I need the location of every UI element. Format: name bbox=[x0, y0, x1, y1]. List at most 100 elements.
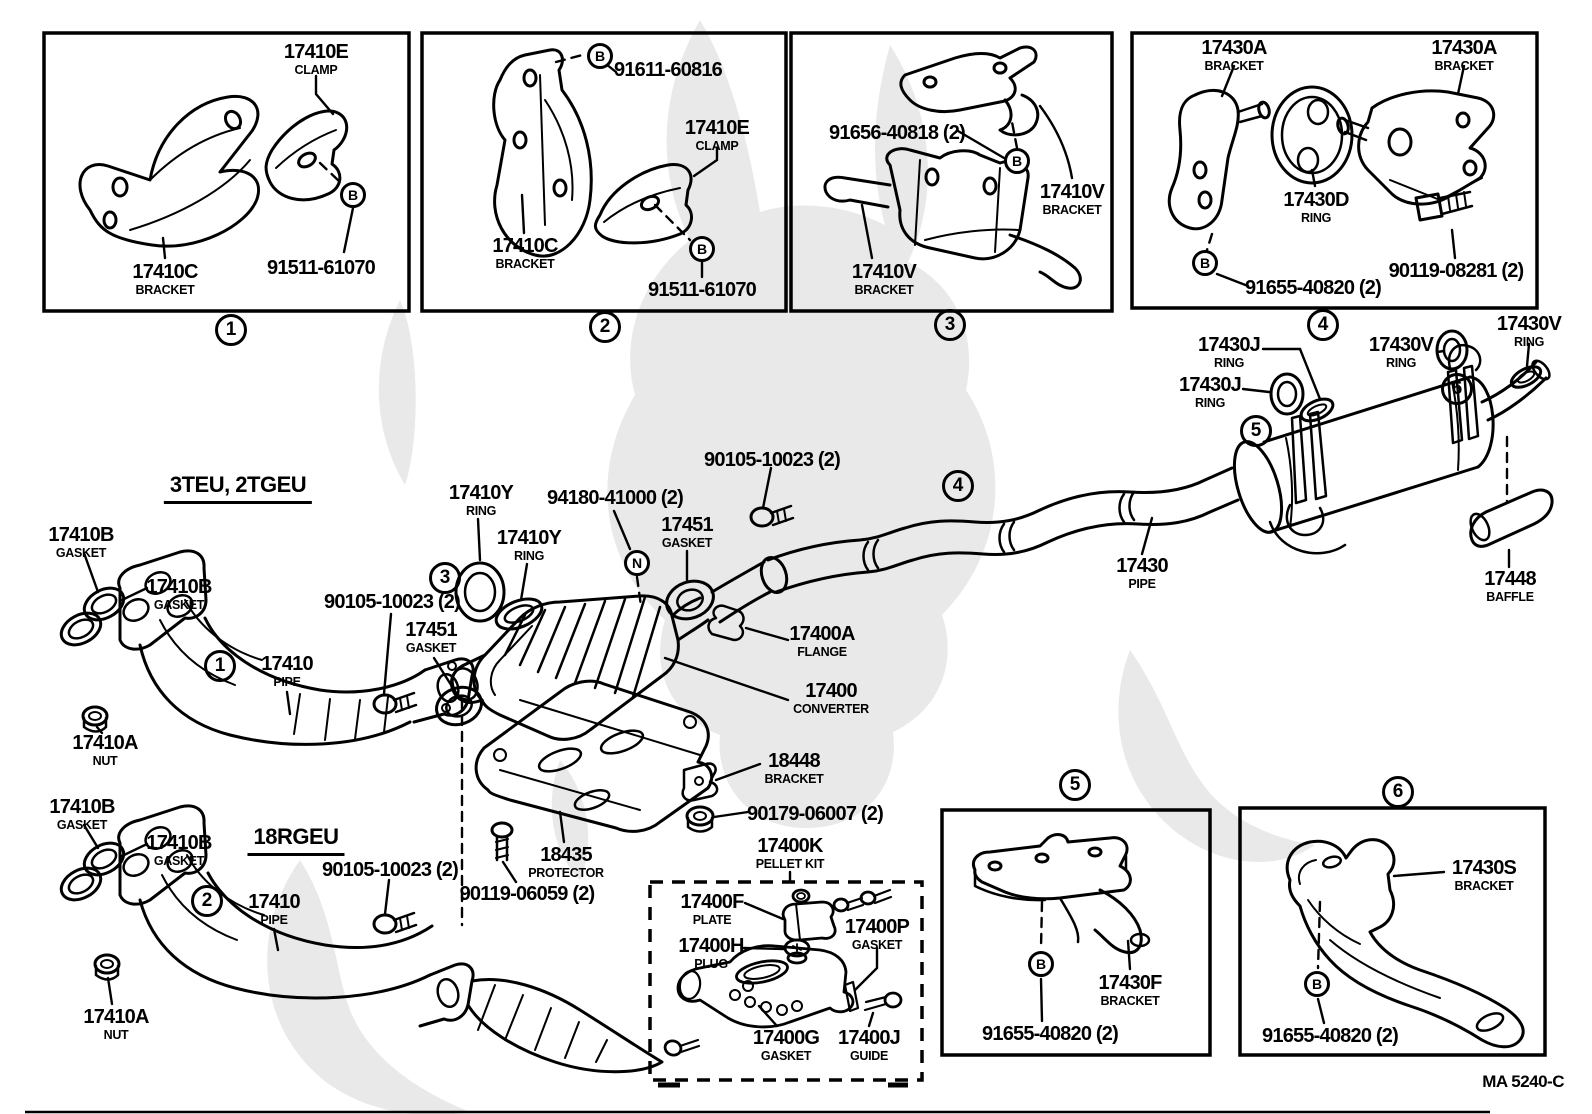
callout-17410b-gasket-2: 17410B GASKET bbox=[146, 576, 212, 612]
part-name: GASKET bbox=[661, 536, 713, 550]
part-code: 17410C bbox=[492, 235, 558, 257]
part-code: 18448 bbox=[768, 750, 820, 772]
callout-91655-40820-p6: 91655-40820 (2) bbox=[1262, 1026, 1399, 1047]
callout-17410v-bracket-left: 17410V BRACKET bbox=[851, 261, 917, 297]
converter-assembly-drawing bbox=[435, 504, 795, 862]
part-code: 17430J bbox=[1198, 334, 1261, 356]
part-name: PLUG bbox=[694, 957, 728, 971]
callout-90105-10023-top: 90105-10023 (2) bbox=[704, 450, 841, 471]
part-code: 17430F bbox=[1098, 972, 1162, 994]
part-name: GASKET bbox=[56, 818, 108, 832]
callout-17410-pipe-1: 17410 PIPE bbox=[261, 654, 313, 689]
tailpipe-muffler-drawing bbox=[766, 329, 1554, 594]
part-name: PIPE bbox=[260, 913, 288, 927]
part-name: RING bbox=[1300, 211, 1332, 225]
callout-17430d-ring: 17430D RING bbox=[1283, 190, 1349, 225]
callout-17400g-gasket: 17400G GASKET bbox=[753, 1028, 820, 1063]
callout-17410e-clamp-p2: 17410E CLAMP bbox=[685, 118, 750, 153]
part-code: 17410 bbox=[248, 891, 300, 913]
bolt-ref-b-p5: B bbox=[1028, 951, 1054, 977]
part-name: RING bbox=[513, 549, 545, 563]
panel-borders bbox=[42, 31, 1547, 1082]
callout-17400k-pellet-kit: 17400K PELLET KIT bbox=[756, 836, 825, 871]
part-code: 17430A bbox=[1431, 37, 1497, 59]
callout-17410b-gasket-1: 17410B GASKET bbox=[48, 525, 114, 560]
part-code: 17400J bbox=[838, 1027, 901, 1049]
callout-17430s-bracket: 17430S BRACKET bbox=[1451, 857, 1517, 893]
bolt-ref-b-p2-top: B bbox=[587, 43, 613, 69]
part-code: 90179-06007 (2) bbox=[747, 803, 884, 825]
part-name: BRACKET bbox=[1454, 879, 1514, 893]
panel4-hanger-drawing bbox=[1167, 85, 1496, 231]
diagram-ref-1: 1 bbox=[204, 650, 236, 682]
part-name: GUIDE bbox=[849, 1049, 889, 1063]
part-name: BRACKET bbox=[854, 283, 914, 297]
callout-91511-61070-p1: 91511-61070 bbox=[267, 257, 376, 279]
callout-17410c-bracket-p2: 17410C BRACKET bbox=[492, 235, 558, 271]
part-name: BRACKET bbox=[1100, 994, 1160, 1008]
callout-17410a-nut-1: 17410A NUT bbox=[72, 733, 138, 768]
doc-code: MA 5240-C bbox=[1482, 1072, 1564, 1091]
panel3-number-badge: 3 bbox=[934, 309, 966, 341]
part-code: 90105-10023 (2) bbox=[322, 859, 459, 881]
bolt-ref-b-p4: B bbox=[1192, 250, 1218, 276]
part-code: 17410 bbox=[261, 653, 313, 675]
part-code: 17410E bbox=[283, 41, 349, 63]
callout-17430j-ring-1: 17430J RING bbox=[1198, 334, 1261, 370]
part-name: PIPE bbox=[1128, 577, 1156, 591]
part-code: 17410Y bbox=[496, 527, 562, 549]
part-name: GASKET bbox=[760, 1049, 812, 1063]
part-name: BRACKET bbox=[1042, 203, 1102, 217]
panel3-bracket-drawing bbox=[823, 45, 1082, 290]
callout-17448-baffle: 17448 BAFFLE bbox=[1484, 569, 1536, 604]
callout-17410-pipe-2: 17410 PIPE bbox=[248, 892, 300, 927]
callout-94180-41000: 94180-41000 (2) bbox=[547, 487, 684, 509]
callout-17410v-bracket-right: 17410V BRACKET bbox=[1039, 181, 1105, 217]
part-name: RING bbox=[1213, 356, 1245, 370]
callout-91511-61070-p2: 91511-61070 bbox=[648, 279, 757, 301]
callout-17410c-bracket-p1: 17410C BRACKET bbox=[132, 262, 198, 297]
callout-17410b-gasket-4: 17410B GASKET bbox=[146, 833, 212, 868]
page-crop-line bbox=[25, 1082, 1490, 1114]
part-code: 17400K bbox=[757, 835, 823, 857]
part-name: GASKET bbox=[153, 854, 205, 868]
part-name: RING bbox=[465, 504, 497, 518]
panel6-bracket-drawing bbox=[1285, 838, 1525, 1049]
callout-90179-06007: 90179-06007 (2) bbox=[747, 803, 884, 825]
part-name: GASKET bbox=[55, 546, 107, 560]
part-code: 17410B bbox=[49, 796, 115, 818]
part-name: BRACKET bbox=[1204, 59, 1264, 73]
part-code: 17430V bbox=[1368, 334, 1434, 356]
part-code: 17430S bbox=[1451, 857, 1517, 879]
panel5-number-badge: 5 bbox=[1059, 769, 1091, 801]
part-code: 17410V bbox=[851, 261, 917, 283]
callout-91655-40820-p4: 91655-40820 (2) bbox=[1245, 278, 1382, 299]
callout-17451-gasket-1: 17451 GASKET bbox=[405, 620, 457, 655]
variant-header-18rgeu: 18RGEU bbox=[247, 824, 345, 856]
part-code: 91656-40818 (2) bbox=[829, 122, 966, 144]
panel1-bracket-clamp-drawing bbox=[78, 94, 349, 248]
callout-17410b-gasket-3: 17410B GASKET bbox=[49, 796, 115, 832]
bolt-ref-b-p1: B bbox=[340, 182, 366, 208]
callout-17430v-ring-1: 17430V RING bbox=[1368, 334, 1434, 370]
diagram-ref-4: 4 bbox=[942, 470, 974, 502]
part-code: 17451 bbox=[661, 514, 713, 536]
part-code: 17448 bbox=[1484, 568, 1536, 590]
part-code: 91511-61070 bbox=[267, 257, 376, 279]
part-code: 91611-60816 bbox=[614, 59, 723, 81]
part-name: GASKET bbox=[405, 641, 457, 655]
part-code: 90119-06059 (2) bbox=[459, 883, 596, 905]
bolt-ref-b-p3: B bbox=[1004, 148, 1030, 174]
part-code: 17451 bbox=[405, 619, 457, 641]
part-code: 17410V bbox=[1039, 181, 1105, 203]
part-code: 17410B bbox=[146, 576, 212, 598]
panel6-number-badge: 6 bbox=[1382, 776, 1414, 808]
callout-17430a-bracket-left: 17430A BRACKET bbox=[1201, 38, 1267, 73]
part-code: 91511-61070 bbox=[648, 279, 757, 301]
part-name: NUT bbox=[92, 754, 118, 768]
part-name: CONVERTER bbox=[793, 702, 869, 716]
part-name: RING bbox=[1194, 396, 1226, 410]
callout-91611-60816-p2: 91611-60816 bbox=[614, 59, 723, 81]
part-code: 94180-41000 (2) bbox=[547, 487, 684, 509]
